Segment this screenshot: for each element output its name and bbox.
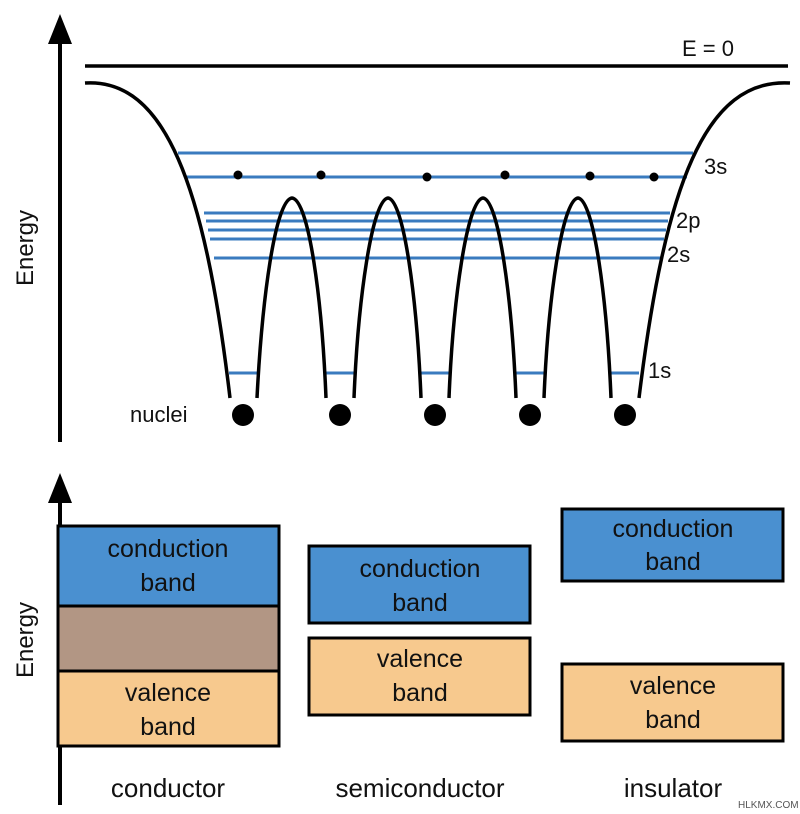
- electron-dot: [233, 170, 243, 180]
- nuclei: [232, 404, 636, 426]
- insulator-group: conduction band valence band insulator: [560, 507, 785, 803]
- nucleus: [614, 404, 636, 426]
- conductor-label: conductor: [111, 773, 226, 803]
- energy-axis-bottom-label: Energy: [12, 602, 39, 678]
- nucleus: [329, 404, 351, 426]
- energy-axis-top-arrowhead: [48, 14, 72, 44]
- semiconductor-valence-band: [307, 636, 532, 717]
- insulator-valence-band-label-line2: band: [645, 706, 701, 734]
- orbital-label-2p: 2p: [676, 208, 700, 233]
- orbital-label-3s: 3s: [704, 154, 727, 179]
- insulator-conduction-band-label-line2: band: [645, 548, 701, 576]
- semiconductor-conduction-band: [307, 544, 532, 625]
- insulator-conduction-band: [560, 507, 785, 583]
- atomic-energy-levels-diagram: Energy E = 0: [12, 14, 791, 442]
- free-electrons: [233, 170, 659, 182]
- nuclei-label: nuclei: [130, 402, 187, 427]
- electron-dot: [422, 172, 432, 182]
- potential-energy-curve: [84, 81, 791, 399]
- band-structure-diagram: Energy conduction band valence band cond…: [12, 473, 799, 811]
- conductor-conduction-band-label-line1: conduction: [108, 535, 229, 563]
- semiconductor-conduction-band-label-line1: conduction: [360, 555, 481, 583]
- energy-axis-bottom-arrowhead: [48, 473, 72, 503]
- electron-dot: [585, 171, 595, 181]
- insulator-conduction-band-label-line1: conduction: [613, 515, 734, 543]
- conductor-valence-band-label-line2: band: [140, 713, 196, 741]
- nucleus: [232, 404, 254, 426]
- conductor-conduction-band-label-line2: band: [140, 569, 196, 597]
- conductor-valence-band-label-line1: valence: [125, 679, 211, 707]
- electron-dot: [500, 170, 510, 180]
- level-group-2p-2s: [204, 211, 670, 260]
- watermark: HLKMX.COM: [738, 800, 799, 811]
- electron-dot: [316, 170, 326, 180]
- zero-energy-label: E = 0: [682, 36, 734, 61]
- semiconductor-valence-band-label-line2: band: [392, 679, 448, 707]
- conductor-group: conduction band valence band conductor: [56, 524, 281, 803]
- conductor-overlap-region: [56, 604, 281, 673]
- semiconductor-valence-band-label-line1: valence: [377, 645, 463, 673]
- electron-dot: [649, 172, 659, 182]
- nucleus: [519, 404, 541, 426]
- semiconductor-label: semiconductor: [335, 773, 504, 803]
- insulator-valence-band-label-line1: valence: [630, 672, 716, 700]
- semiconductor-group: conduction band valence band semiconduct…: [307, 544, 532, 803]
- nucleus: [424, 404, 446, 426]
- conductor-conduction-band: [56, 524, 281, 608]
- orbital-label-1s: 1s: [648, 358, 671, 383]
- semiconductor-conduction-band-label-line2: band: [392, 589, 448, 617]
- insulator-valence-band: [560, 662, 785, 743]
- insulator-label: insulator: [624, 773, 723, 803]
- orbital-label-2s: 2s: [667, 242, 690, 267]
- conductor-valence-band: [56, 669, 281, 748]
- energy-axis-top-label: Energy: [12, 210, 39, 286]
